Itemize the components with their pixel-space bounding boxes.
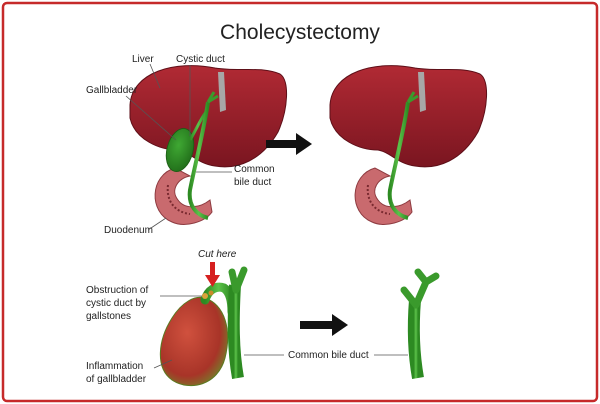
- leader-duodenum: [147, 217, 167, 231]
- liver-after-removal: [329, 65, 488, 225]
- inflamed-gallbladder-shape: [159, 296, 229, 387]
- common-bile-duct-after-closeup: [407, 299, 424, 380]
- label-duodenum: Duodenum: [104, 225, 153, 236]
- arrow-bottom: [300, 314, 348, 336]
- hepatic-branches-closeup: [228, 266, 248, 294]
- cut-arrow: [205, 262, 220, 287]
- label-inflammation-2: of gallbladder: [86, 374, 147, 385]
- gallbladder-shape: [165, 128, 195, 172]
- label-common-bile-duct-1: Common: [234, 164, 275, 175]
- arrow-top: [266, 133, 312, 155]
- leader-inflammation: [153, 359, 173, 369]
- leader-gallbladder: [125, 95, 177, 141]
- hepatic-duct-branches: [206, 91, 219, 104]
- duodenum-folds: [166, 184, 191, 215]
- liver-shape: [129, 65, 288, 168]
- leader-liver: [149, 63, 161, 89]
- label-cystic-duct: Cystic duct: [176, 54, 225, 65]
- label-obstruction-2: cystic duct by: [86, 298, 146, 309]
- gallbladder-closeup: [159, 266, 248, 387]
- diagram-title: Cholecystectomy: [220, 21, 380, 44]
- liver-shape-after: [329, 65, 488, 168]
- label-cut-here: Cut here: [198, 249, 237, 260]
- duodenum-folds-after: [366, 184, 391, 215]
- common-bile-duct-after: [387, 101, 410, 220]
- label-obstruction-1: Obstruction of: [86, 285, 148, 296]
- label-common-bile-duct-bottom: Common bile duct: [288, 350, 369, 361]
- gallstone-2: [208, 290, 214, 296]
- label-gallbladder: Gallbladder: [86, 85, 138, 96]
- liver-with-gallbladder: [129, 65, 288, 225]
- ligament-shape: [218, 72, 226, 112]
- label-obstruction-3: gallstones: [86, 311, 131, 322]
- ligament-shape-after: [418, 72, 426, 112]
- common-bile-duct-shape: [187, 101, 210, 220]
- gallstone-1: [202, 293, 208, 299]
- common-bile-duct-closeup: [227, 284, 244, 380]
- hepatic-branches-after: [406, 91, 419, 104]
- label-liver: Liver: [132, 54, 154, 65]
- label-inflammation-1: Inflammation: [86, 361, 143, 372]
- hepatic-branches-after-closeup: [400, 268, 440, 309]
- label-common-bile-duct-2: bile duct: [234, 177, 271, 188]
- bile-duct-after-removal: [400, 268, 440, 380]
